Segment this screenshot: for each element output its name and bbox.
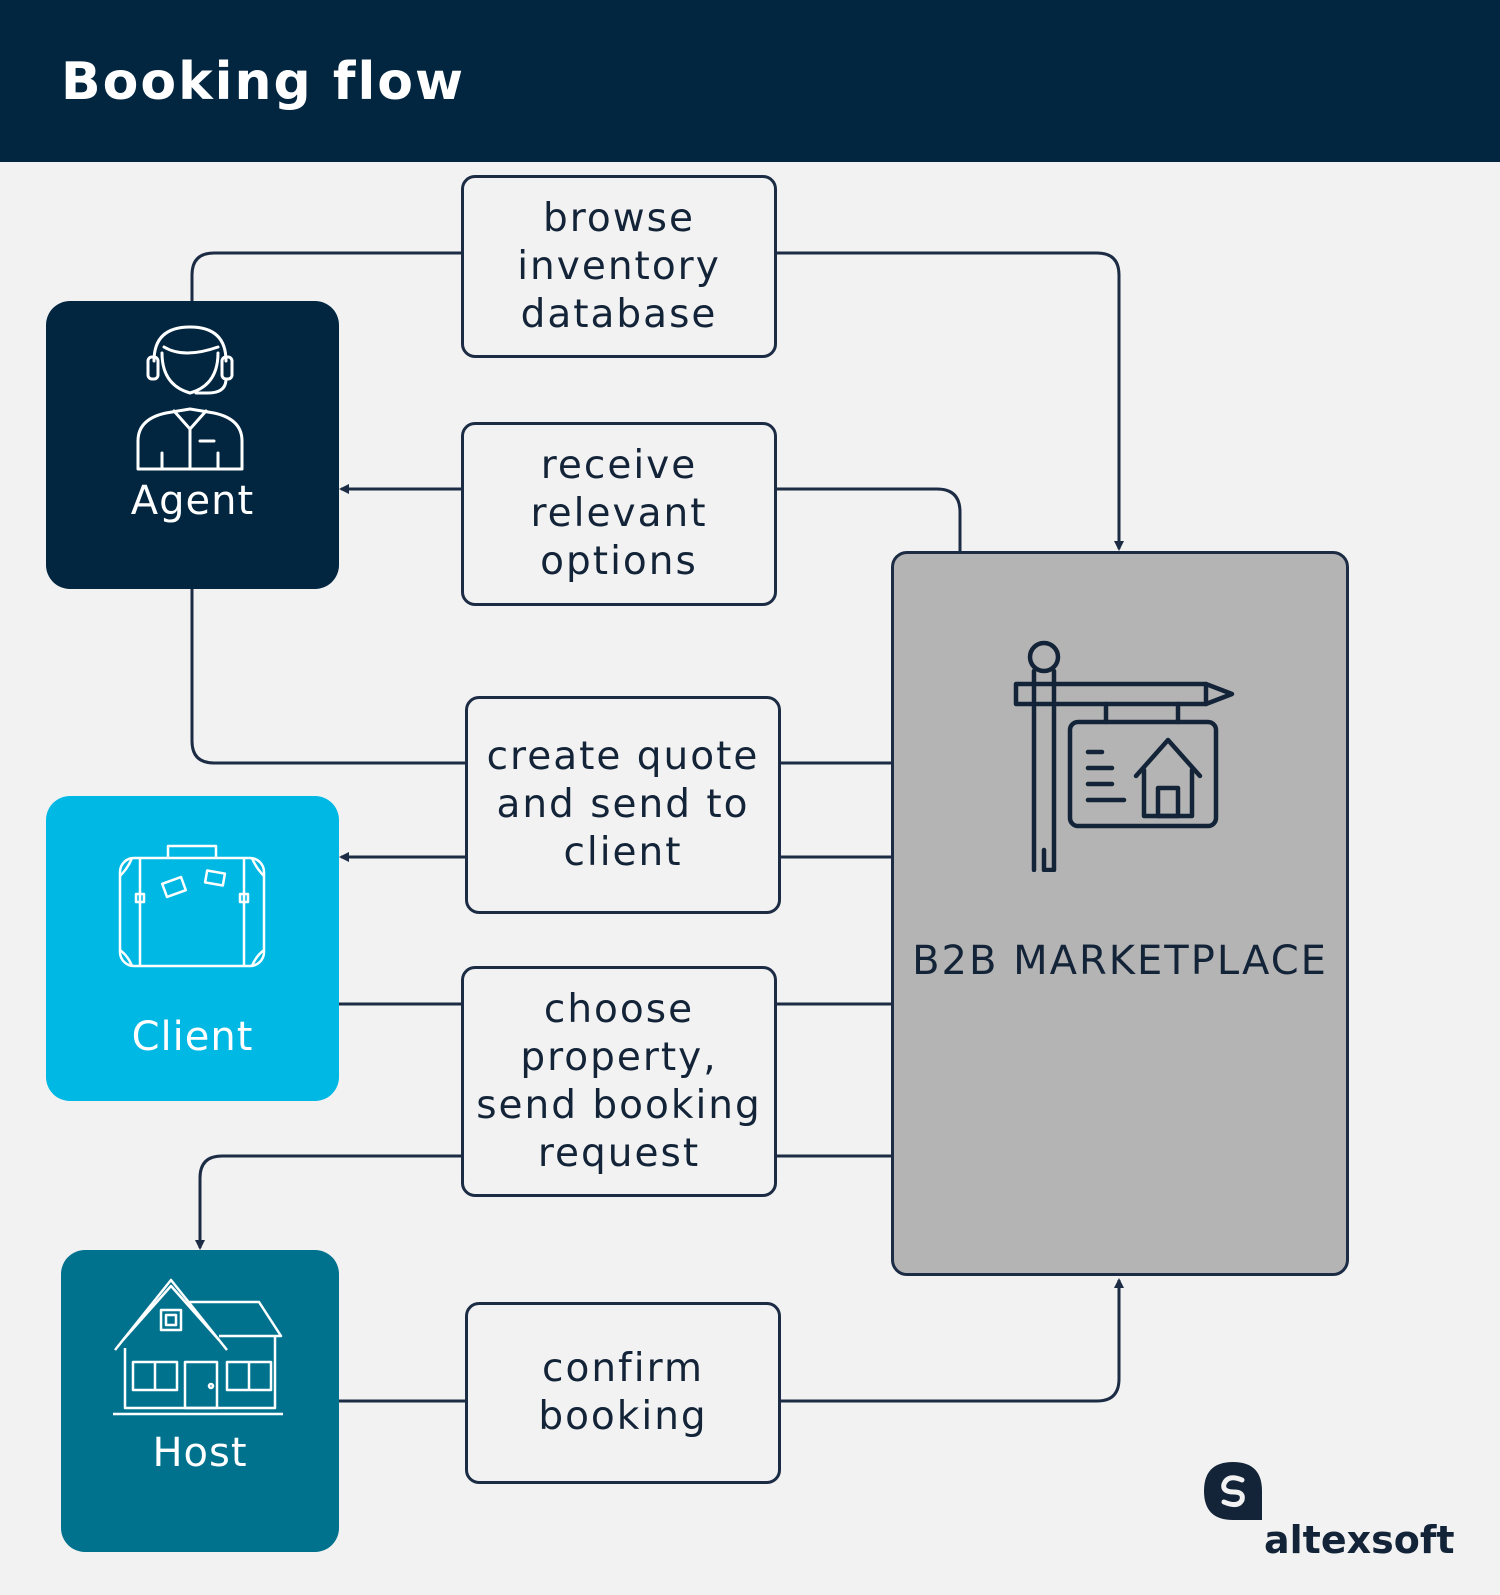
agent-headset-icon bbox=[136, 325, 244, 471]
step-choose-text: choose property, send booking request bbox=[476, 986, 762, 1176]
marketplace-label: B2B MARKETPLACE bbox=[912, 938, 1328, 984]
step-receive-text: receive relevant options bbox=[530, 443, 708, 584]
connector-agent-browse bbox=[190, 251, 462, 303]
actor-client-label: Client bbox=[131, 1014, 254, 1060]
actor-agent: Agent bbox=[46, 301, 339, 589]
connector-marketplace-receive bbox=[776, 487, 962, 551]
connector-agent-quote bbox=[190, 589, 466, 765]
step-quote-text: create quote and send to client bbox=[486, 734, 760, 875]
b2b-marketplace: B2B MARKETPLACE bbox=[891, 551, 1349, 1276]
step-browse-text: browse inventory database bbox=[517, 195, 721, 337]
connector-choose-host bbox=[195, 1154, 462, 1250]
step-confirm: confirm booking bbox=[465, 1302, 781, 1484]
header-bar: Booking flow bbox=[0, 0, 1500, 162]
step-confirm-text: confirm booking bbox=[538, 1346, 708, 1439]
connector-confirm-marketplace bbox=[780, 1278, 1124, 1403]
actor-host-label: Host bbox=[152, 1430, 248, 1476]
suitcase-icon bbox=[118, 844, 266, 968]
house-icon bbox=[113, 1278, 283, 1416]
actor-agent-label: Agent bbox=[130, 478, 255, 524]
step-choose: choose property, send booking request bbox=[461, 966, 777, 1197]
step-receive: receive relevant options bbox=[461, 422, 777, 606]
step-browse: browse inventory database bbox=[461, 175, 777, 358]
altexsoft-logo-icon bbox=[1204, 1462, 1262, 1520]
page-title: Booking flow bbox=[61, 52, 466, 112]
brand-name: altexsoft bbox=[1264, 1518, 1455, 1562]
actor-host: Host bbox=[61, 1250, 339, 1552]
step-quote: create quote and send to client bbox=[465, 696, 781, 914]
actor-client: Client bbox=[46, 796, 339, 1101]
property-sign-icon bbox=[1013, 640, 1235, 872]
connector-browse-marketplace bbox=[776, 251, 1124, 551]
